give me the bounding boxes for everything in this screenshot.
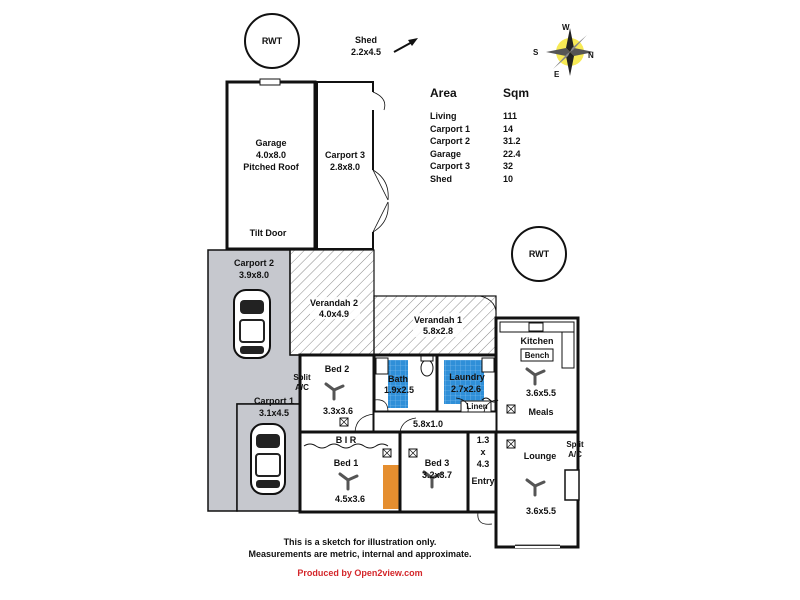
bed-3-size: 3.2x3.7 xyxy=(422,470,452,480)
area-name: Shed xyxy=(430,173,453,184)
exhaust-icon xyxy=(382,448,392,458)
credit-link[interactable]: Produced by Open2view.com xyxy=(297,568,423,578)
rwt-tank-top: RWT xyxy=(244,13,300,69)
carport-2-name: Carport 2 xyxy=(234,258,274,268)
area-name: Carport 2 xyxy=(430,136,471,146)
exhaust-icon xyxy=(506,439,516,449)
compass-n: N xyxy=(588,51,594,60)
exhaust-icon xyxy=(339,417,349,427)
area-row: Garage 22.4 xyxy=(430,148,560,161)
bir-name: B I R xyxy=(336,435,357,445)
verandah-1: Verandah 1 5.8x2.8 xyxy=(373,295,497,356)
entry-height: 4.3 xyxy=(477,459,490,469)
garage: Garage 4.0x8.0 Pitched Roof Tilt Door xyxy=(225,78,317,251)
area-name: Carport 1 xyxy=(430,123,471,134)
verandah-1-name: Verandah 1 xyxy=(414,315,462,325)
hall-size: 5.8x1.0 xyxy=(413,419,443,429)
entry-name: Entry xyxy=(471,476,494,486)
verandah-1-size: 5.8x2.8 xyxy=(423,326,453,336)
compass-e: E xyxy=(554,70,560,79)
garage-name: Garage xyxy=(255,138,286,148)
exhaust-icon xyxy=(506,404,516,414)
area-sqm: 14 xyxy=(503,123,514,134)
bed-1-name: Bed 1 xyxy=(334,458,359,468)
area-row: Carport 2 31.2 xyxy=(430,135,560,148)
area-table: Area Sqm Living 111 Carport 1 14 Carport 2… xyxy=(430,86,560,185)
split-ac-left-line1: Split xyxy=(293,373,311,382)
garage-size: 4.0x8.0 xyxy=(256,150,286,160)
disclaimer-line-1: This is a sketch for illustration only. xyxy=(283,537,437,547)
bed-3-name: Bed 3 xyxy=(425,458,450,468)
ceiling-fan-icon xyxy=(422,470,443,489)
split-ac-right-line1: Split xyxy=(566,440,584,449)
carport-1-size: 3.1x4.5 xyxy=(259,408,289,418)
shed-arrow-icon xyxy=(393,38,418,53)
carport-3-name: Carport 3 xyxy=(325,150,365,160)
bed-2-name: Bed 2 xyxy=(325,364,350,374)
verandah-2-name: Verandah 2 xyxy=(310,298,358,308)
area-name: Carport 3 xyxy=(430,161,471,171)
shed-name: Shed xyxy=(354,35,377,45)
bed-1-size: 4.5x3.6 xyxy=(335,494,365,504)
lounge-name: Lounge xyxy=(524,451,557,461)
area-sqm: 22.4 xyxy=(503,148,521,159)
carport-3-size: 2.8x8.0 xyxy=(330,162,360,172)
compass-w: W xyxy=(562,23,570,32)
compass-icon: W S E N xyxy=(533,23,594,79)
disclaimer-line-2: Measurements are metric, internal and ap… xyxy=(248,549,472,559)
garage-door: Tilt Door xyxy=(250,228,287,238)
area-sqm: 32 xyxy=(503,161,514,171)
area-header: Area xyxy=(430,86,457,100)
shed-size: 2.2x4.5 xyxy=(350,47,382,57)
area-sqm: 31.2 xyxy=(503,136,521,146)
shed-label: Shed 2.2x4.5 xyxy=(336,34,396,58)
carport-1-name: Carport 1 xyxy=(254,396,294,406)
ceiling-fan-icon xyxy=(338,472,359,491)
linen-name: Linen xyxy=(466,402,487,411)
compass-s: S xyxy=(533,48,539,57)
meals-name: Meals xyxy=(528,407,553,417)
area-row: Carport 3 32 xyxy=(430,160,560,173)
split-ac-left-line2: A/C xyxy=(295,383,309,392)
carport-2-size: 3.9x8.0 xyxy=(239,270,269,280)
rwt-tank-right: RWT xyxy=(511,226,567,282)
bed-2-size: 3.3x3.6 xyxy=(323,406,353,416)
ceiling-fan-icon xyxy=(324,382,345,401)
verandah-2-size: 4.0x4.9 xyxy=(319,309,349,319)
area-row: Shed 10 xyxy=(430,173,560,186)
split-ac-right-line2: A/C xyxy=(568,450,582,459)
house-walls xyxy=(298,316,580,549)
bath-name: Bath xyxy=(388,374,408,384)
lounge-size: 3.6x5.5 xyxy=(526,506,556,516)
area-name: Garage xyxy=(430,148,462,159)
carport-3: Carport 3 2.8x8.0 xyxy=(316,81,389,250)
ceiling-fan-icon xyxy=(525,367,546,386)
laundry-size: 2.7x2.6 xyxy=(451,384,481,394)
ceiling-fan-icon xyxy=(525,478,546,497)
kitchen-bench: Bench xyxy=(525,351,550,360)
kitchen-name: Kitchen xyxy=(520,336,553,346)
laundry-name: Laundry xyxy=(449,372,485,382)
area-name: Living xyxy=(430,111,457,121)
sqm-header: Sqm xyxy=(503,86,530,100)
rwt-top-label: RWT xyxy=(262,36,283,46)
car-icon xyxy=(233,289,271,359)
area-sqm: 10 xyxy=(503,173,514,184)
area-row: Living 111 xyxy=(430,110,560,123)
entry-x: x xyxy=(480,447,485,457)
car-icon xyxy=(250,423,286,495)
meals-size: 3.6x5.5 xyxy=(526,388,556,398)
area-table-header: Area Sqm xyxy=(430,86,560,100)
area-row: Carport 1 14 xyxy=(430,123,560,136)
area-sqm: 111 xyxy=(503,111,518,121)
verandah-2: Verandah 2 4.0x4.9 xyxy=(289,249,375,356)
bath-size: 1.9x2.5 xyxy=(384,385,414,395)
garage-note: Pitched Roof xyxy=(243,162,300,172)
entry-width: 1.3 xyxy=(477,435,490,445)
exhaust-icon xyxy=(408,448,418,458)
disclaimer: This is a sketch for illustration only. … xyxy=(200,536,520,560)
rwt-right-label: RWT xyxy=(529,249,550,259)
